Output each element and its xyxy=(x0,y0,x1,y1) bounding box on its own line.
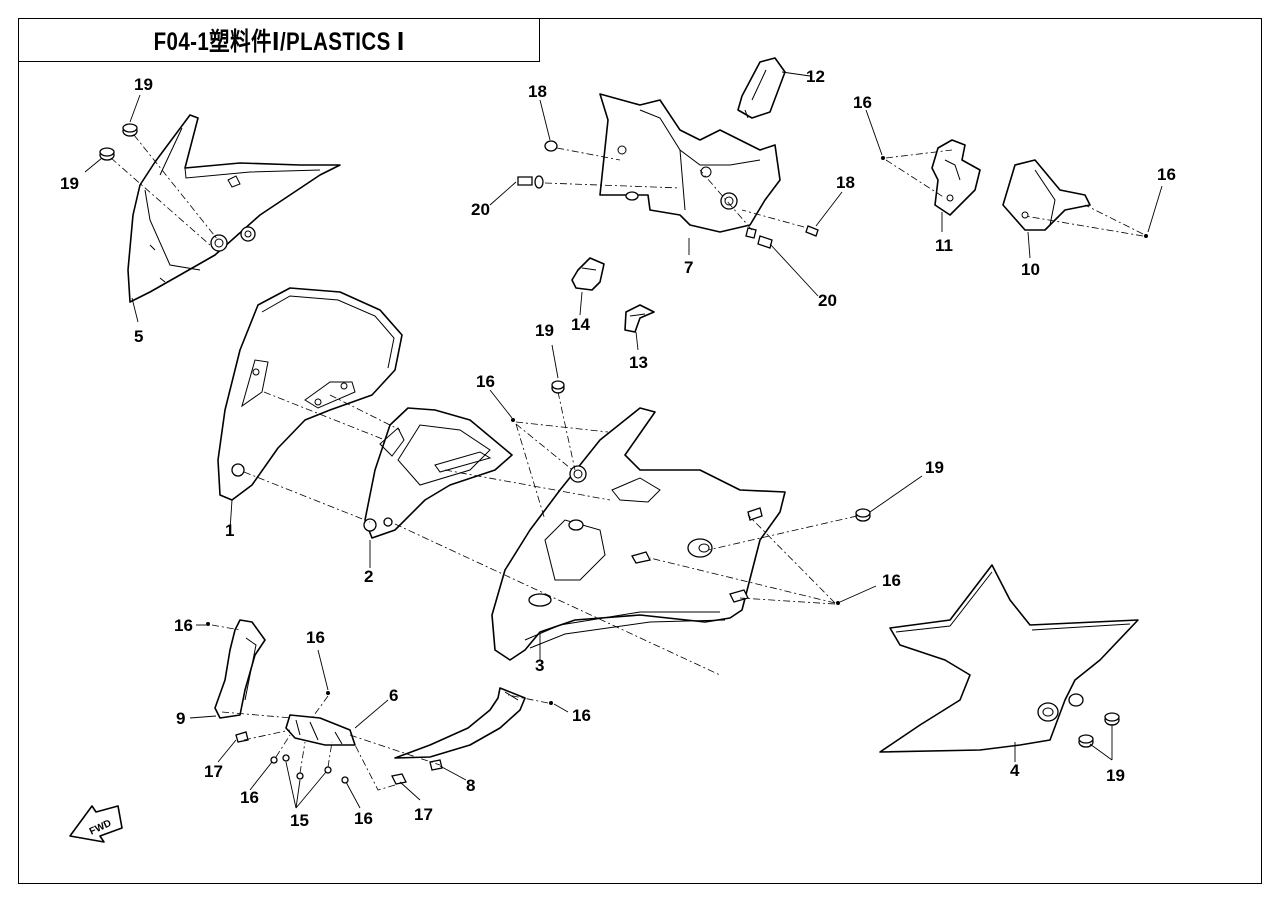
callout-16: 16 xyxy=(306,628,325,647)
part-6-bracket xyxy=(221,691,356,746)
callout-10: 10 xyxy=(1021,260,1040,279)
callout-16: 16 xyxy=(174,616,193,635)
part-7-bracket xyxy=(599,93,781,233)
part-4-hardware xyxy=(1078,712,1120,748)
part-12-bracket xyxy=(737,57,786,119)
callout-19: 19 xyxy=(1106,766,1125,785)
callout-14: 14 xyxy=(571,315,590,334)
callout-19: 19 xyxy=(535,321,554,340)
callout-11: 11 xyxy=(935,236,953,255)
callout-4: 4 xyxy=(1010,761,1020,780)
callout-19: 19 xyxy=(60,174,79,193)
part-5-upper-cowl xyxy=(127,114,341,303)
callout-17: 17 xyxy=(414,805,433,824)
callout-12: 12 xyxy=(806,67,825,86)
callout-labels: 19 19 5 18 20 12 18 7 20 16 11 16 10 14 … xyxy=(60,67,1176,830)
callout-16: 16 xyxy=(354,809,373,828)
part-9-bracket xyxy=(206,619,266,743)
callout-2: 2 xyxy=(364,567,373,586)
part-2-inner-panel xyxy=(363,407,513,539)
diagram-title: F04-1塑料件Ⅰ/PLASTICS Ⅰ xyxy=(153,28,405,56)
callout-16: 16 xyxy=(240,788,259,807)
part-13-clip xyxy=(624,304,655,333)
callout-6: 6 xyxy=(389,686,398,705)
drawing-frame xyxy=(18,18,1262,884)
part-4-side-panel xyxy=(879,564,1139,753)
title-block: F04-1塑料件Ⅰ/PLASTICS Ⅰ xyxy=(18,18,540,62)
part-14-clip xyxy=(571,257,605,291)
leader-lines xyxy=(84,71,1163,809)
center-hardware xyxy=(243,380,871,676)
callout-7: 7 xyxy=(684,258,693,277)
part-11-cover xyxy=(881,139,981,216)
callout-18: 18 xyxy=(836,173,855,192)
part-7-hardware xyxy=(517,140,819,249)
callout-20: 20 xyxy=(471,200,490,219)
part-8-lower-trim xyxy=(349,687,553,791)
part-10-cover xyxy=(1002,159,1148,238)
callout-1: 1 xyxy=(225,521,234,540)
callout-19: 19 xyxy=(925,458,944,477)
callout-9: 9 xyxy=(176,709,185,728)
callout-18: 18 xyxy=(528,82,547,101)
part-15-16-screws xyxy=(270,734,349,784)
callout-3: 3 xyxy=(535,656,544,675)
callout-5: 5 xyxy=(134,327,143,346)
part-1-windscreen xyxy=(217,287,403,501)
part-3-front-fairing xyxy=(491,407,786,661)
callout-15: 15 xyxy=(290,811,309,830)
callout-13: 13 xyxy=(629,353,648,372)
callout-20: 20 xyxy=(818,291,837,310)
callout-16: 16 xyxy=(882,571,901,590)
callout-16: 16 xyxy=(853,93,872,112)
callout-16: 16 xyxy=(1157,165,1176,184)
callout-19: 19 xyxy=(134,75,153,94)
callout-16: 16 xyxy=(476,372,495,391)
part-5-hardware xyxy=(99,123,219,246)
fwd-arrow: FWD xyxy=(69,805,123,843)
callout-8: 8 xyxy=(466,776,475,795)
callout-17: 17 xyxy=(204,762,223,781)
callout-16: 16 xyxy=(572,706,591,725)
